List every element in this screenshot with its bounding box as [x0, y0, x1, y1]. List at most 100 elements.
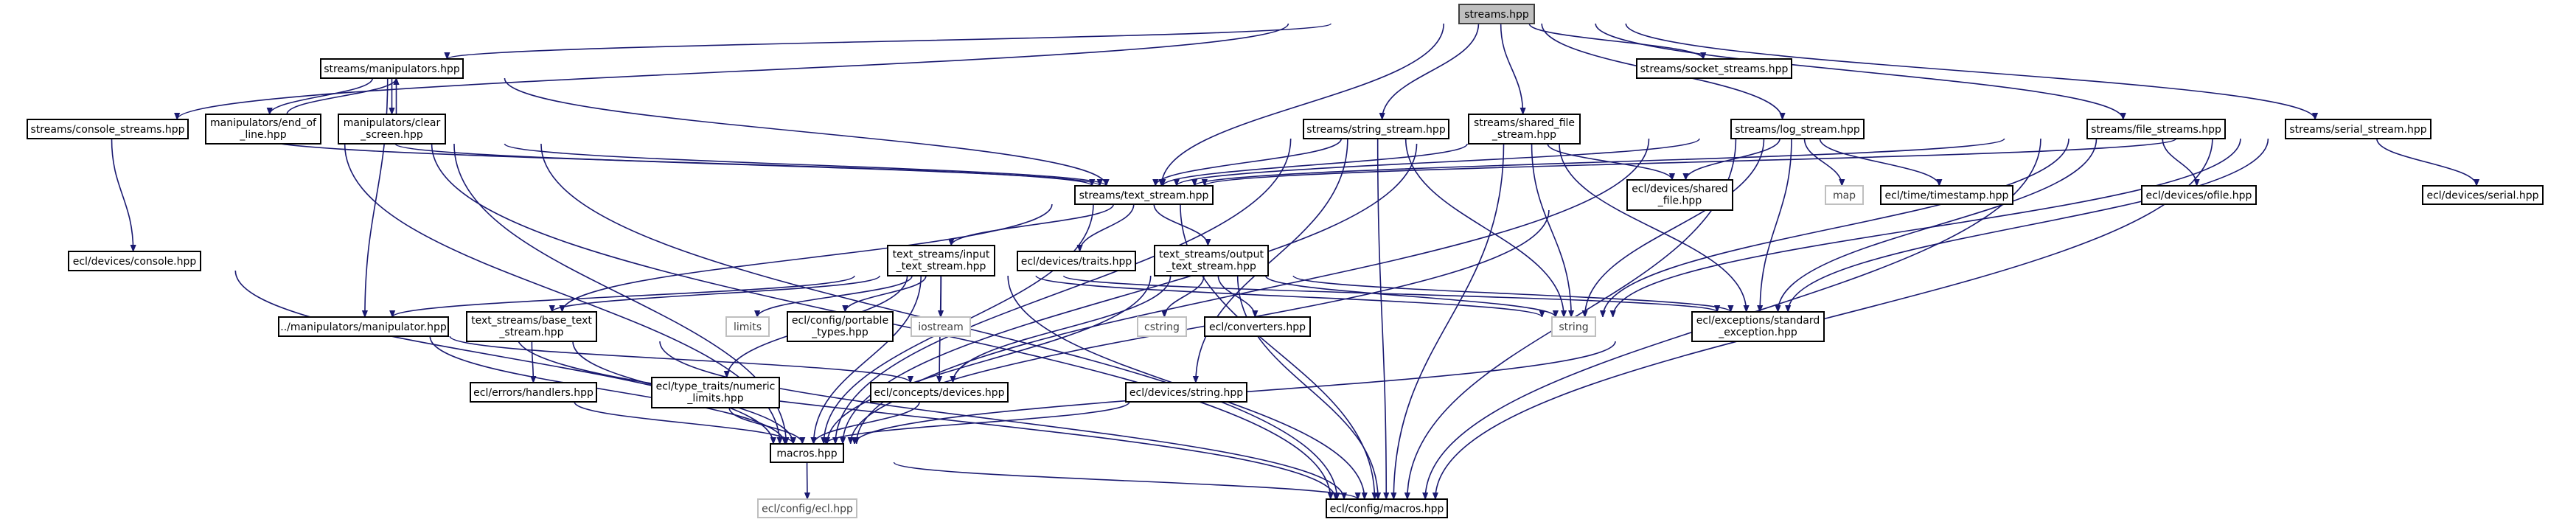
edge-file_streams-to-string [1603, 138, 2069, 317]
edge-console_streams-to-console [111, 138, 133, 251]
node-label: _limits.hpp [686, 393, 743, 405]
edge-base_text_stream-to-config_macros [659, 341, 1344, 499]
node-config-ecl[interactable]: ecl/config/ecl.hpp [757, 498, 857, 518]
edge-output-to-converters [1217, 275, 1255, 318]
node-output[interactable]: text_streams/output_text_stream.hpp [1154, 245, 1269, 276]
node-label: ecl/devices/ofile.hpp [2146, 190, 2252, 202]
node-string-stream[interactable]: streams/string_stream.hpp [1303, 119, 1449, 139]
node-macros[interactable]: macros.hpp [770, 443, 844, 463]
node-devices-string[interactable]: ecl/devices/string.hpp [1125, 382, 1247, 403]
node-label: manipulators/clear [344, 117, 441, 129]
node-numeric-limits[interactable]: ecl/type_traits/numeric_limits.hpp [651, 377, 780, 408]
node-portable-types[interactable]: ecl/config/portable_types.hpp [787, 311, 894, 342]
node-map[interactable]: map [1825, 185, 1864, 205]
node-label: ecl/config/ecl.hpp [762, 504, 853, 515]
edge-manipulator-to-config_macros [516, 335, 1335, 499]
node-ofile[interactable]: ecl/devices/ofile.hpp [2141, 185, 2257, 205]
edge-serial_stream-to-string [1613, 138, 2241, 317]
node-box [1137, 316, 1187, 337]
node-file-streams[interactable]: streams/file_streams.hpp [2086, 119, 2226, 139]
node-box [1880, 185, 2013, 205]
edge-shared_file_stream-to-standard_exception [1559, 143, 1747, 312]
node-input[interactable]: text_streams/input_text_stream.hpp [887, 245, 995, 276]
node-text-stream[interactable]: streams/text_stream.hpp [1074, 185, 1214, 205]
node-concepts-devices[interactable]: ecl/concepts/devices.hpp [870, 382, 1009, 403]
node-box [1458, 4, 1535, 24]
edge-output-to-macros [827, 275, 1152, 444]
node-box [1626, 179, 1733, 211]
node-converters[interactable]: ecl/converters.hpp [1204, 316, 1311, 337]
node-box [2422, 185, 2544, 205]
node-label: ecl/config/macros.hpp [1330, 504, 1444, 515]
node-console[interactable]: ecl/devices/console.hpp [68, 251, 201, 271]
node-label: _exception.hpp [1718, 327, 1797, 338]
node-manipulator[interactable]: ../manipulators/manipulator.hpp [278, 316, 449, 337]
edge-string_stream-to-text_stream [1155, 138, 1343, 187]
node-label: ecl/devices/shared [1632, 184, 1728, 195]
edge-streams-to-console_streams [177, 23, 1289, 120]
nodes-layer: streams.hpp streams/manipulators.hpp strea… [27, 4, 2544, 518]
node-serial[interactable]: ecl/devices/serial.hpp [2422, 185, 2544, 205]
edge-streams-to-manipulators [447, 23, 1332, 60]
edge-streams-to-socket_streams [1528, 23, 1703, 60]
edge-shared_file_stream-to-config_macros [1393, 143, 1505, 499]
node-limits[interactable]: limits [725, 316, 770, 337]
node-shared-file-stream[interactable]: streams/shared_file_stream.hpp [1468, 114, 1581, 145]
node-label: ecl/devices/string.hpp [1129, 387, 1243, 399]
edge-output-to-string [1264, 275, 1556, 318]
node-label: ecl/type_traits/numeric [656, 381, 776, 393]
node-label: streams/manipulators.hpp [324, 63, 460, 75]
edge-log_stream-to-string [1585, 138, 1765, 317]
node-box [466, 311, 597, 342]
node-label: map [1833, 190, 1856, 202]
edge-output-to-cstring [1164, 275, 1205, 318]
edge-string_stream-to-string [1404, 138, 1564, 317]
node-box [1074, 185, 1214, 205]
node-base-text-stream[interactable]: text_streams/base_text_stream.hpp [466, 311, 597, 342]
node-manipulators[interactable]: streams/manipulators.hpp [320, 58, 464, 79]
node-timestamp[interactable]: ecl/time/timestamp.hpp [1880, 185, 2013, 205]
edge-end_of_line-to-manipulators [286, 77, 396, 115]
edge-input-to-portable_types [845, 275, 927, 313]
node-string[interactable]: string [1551, 316, 1596, 337]
edge-file_streams-to-standard_exception [1778, 138, 2098, 312]
node-socket-streams[interactable]: streams/socket_streams.hpp [1636, 58, 1792, 79]
node-streams[interactable]: streams.hpp [1458, 4, 1535, 24]
node-log-stream[interactable]: streams/log_stream.hpp [1730, 119, 1865, 139]
edge-string_stream-to-config_macros [1376, 138, 1387, 499]
node-shared-file[interactable]: ecl/devices/shared_file.hpp [1626, 179, 1733, 211]
node-label: ecl/config/portable [792, 315, 888, 327]
edge-file_streams-to-ofile [2162, 138, 2196, 187]
edges-layer [111, 23, 2476, 500]
node-label: string [1559, 321, 1588, 333]
node-box [2086, 119, 2226, 139]
node-box [911, 316, 971, 337]
node-standard-exception[interactable]: ecl/exceptions/standard_exception.hpp [1691, 311, 1825, 342]
edge-macros-to-config_macros [893, 462, 1357, 500]
node-iostream[interactable]: iostream [911, 316, 971, 337]
node-label: _line.hpp [239, 129, 286, 141]
node-label: manipulators/end_of [210, 117, 317, 129]
edge-streams-to-shared_file_stream [1500, 23, 1523, 114]
node-label: ecl/errors/handlers.hpp [473, 387, 593, 399]
node-clear-screen[interactable]: manipulators/clear_screen.hpp [338, 114, 446, 145]
node-box [1468, 114, 1581, 145]
node-config-macros[interactable]: ecl/config/macros.hpp [1326, 498, 1448, 518]
node-label: ecl/devices/console.hpp [73, 256, 197, 268]
node-serial-stream[interactable]: streams/serial_stream.hpp [2285, 119, 2431, 139]
node-console-streams[interactable]: streams/console_streams.hpp [27, 119, 189, 139]
node-label: _text_stream.hpp [896, 261, 986, 273]
node-box [651, 377, 780, 408]
node-box [770, 443, 844, 463]
edge-base_text_stream-to-handlers [532, 341, 533, 383]
edge-string_stream-to-macros [835, 138, 1292, 444]
node-box [1730, 119, 1865, 139]
node-label: streams/shared_file [1474, 117, 1575, 129]
node-end-of-line[interactable]: manipulators/end_of_line.hpp [205, 114, 321, 145]
node-box [320, 58, 464, 79]
node-cstring[interactable]: cstring [1137, 316, 1187, 337]
node-traits[interactable]: ecl/devices/traits.hpp [1017, 251, 1136, 271]
edge-output-to-concepts_devices [953, 275, 1172, 383]
node-handlers[interactable]: ecl/errors/handlers.hpp [470, 382, 597, 403]
